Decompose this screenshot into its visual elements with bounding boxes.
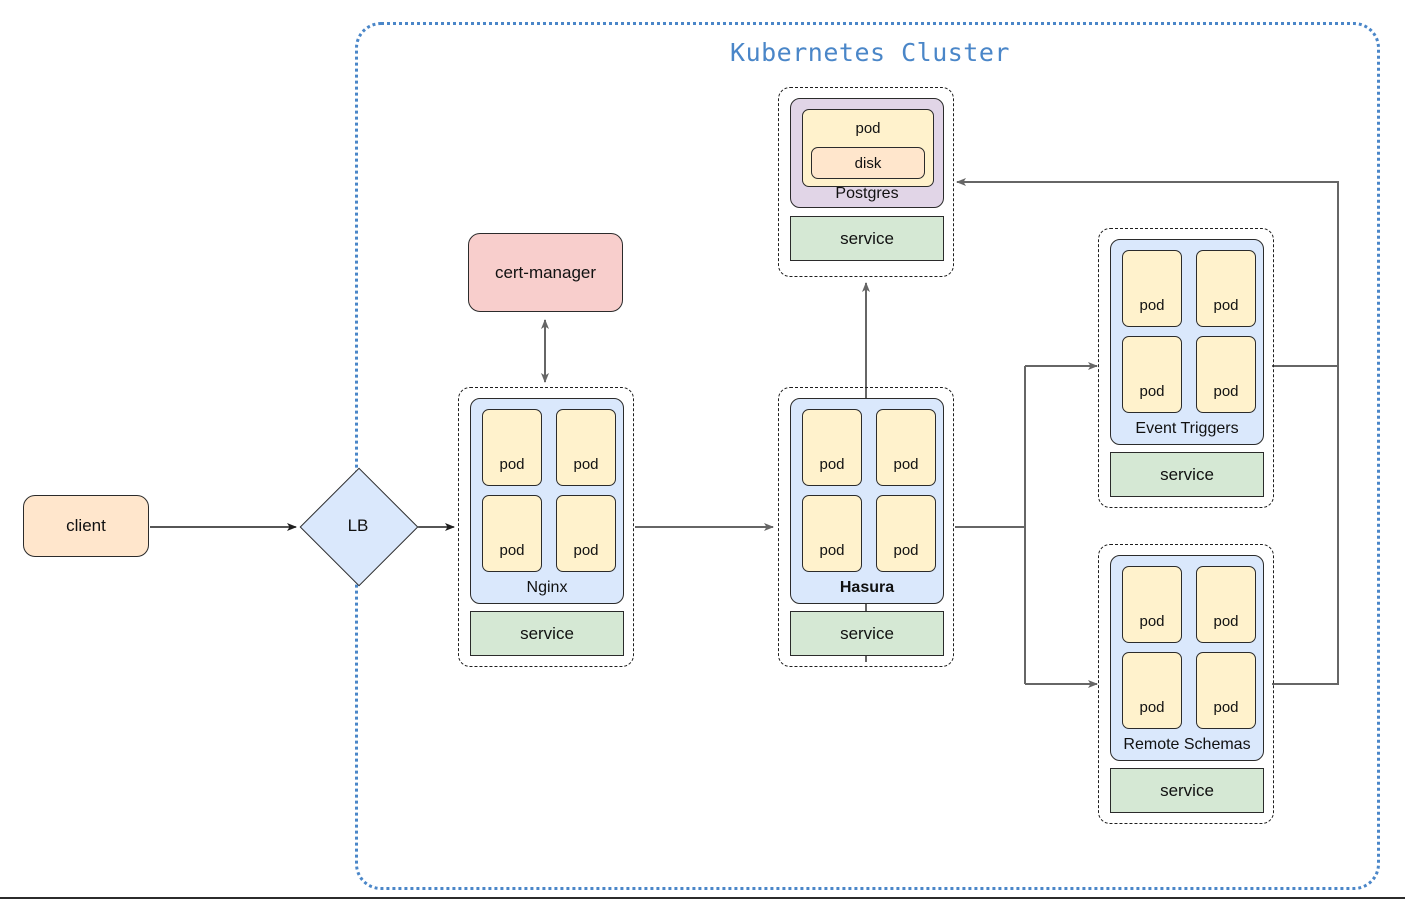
remote-schemas-deployment-group[interactable]: pod pod pod pod Remote Schemas service <box>1098 544 1274 824</box>
client-label: client <box>66 516 106 535</box>
cert-manager-label: cert-manager <box>494 262 597 282</box>
postgres-pod-container: pod disk Postgres <box>790 98 944 208</box>
load-balancer-label: LB <box>347 516 369 535</box>
pod-label: pod <box>1139 699 1165 716</box>
pod-label: pod <box>1139 613 1165 630</box>
postgres-statefulset-group[interactable]: pod disk Postgres service <box>778 87 954 277</box>
nginx-service[interactable]: service <box>470 611 624 656</box>
remote-schemas-pod-2[interactable]: pod <box>1196 566 1256 643</box>
remote-schemas-pod-container: pod pod pod pod Remote Schemas <box>1110 555 1264 761</box>
kubernetes-cluster-boundary <box>355 22 1380 890</box>
kubernetes-cluster-title: Kubernetes Cluster <box>730 38 1010 67</box>
remote-schemas-service[interactable]: service <box>1110 768 1264 813</box>
pod-label: pod <box>573 542 599 559</box>
nginx-pod-4[interactable]: pod <box>556 495 616 572</box>
hasura-pod-2[interactable]: pod <box>876 409 936 486</box>
pod-label: pod <box>1139 297 1165 314</box>
service-label: service <box>840 623 894 643</box>
event-triggers-pod-4[interactable]: pod <box>1196 336 1256 413</box>
page-bottom-rule <box>0 897 1405 899</box>
hasura-deployment-group[interactable]: pod pod pod pod Hasura service <box>778 387 954 667</box>
pod-label: pod <box>1213 699 1239 716</box>
service-label: service <box>840 228 894 248</box>
hasura-pod-1[interactable]: pod <box>802 409 862 486</box>
event-triggers-pod-3[interactable]: pod <box>1122 336 1182 413</box>
nginx-pod-3[interactable]: pod <box>482 495 542 572</box>
nginx-pod-1[interactable]: pod <box>482 409 542 486</box>
pod-label: pod <box>893 456 919 473</box>
postgres-disk[interactable]: disk <box>811 147 925 179</box>
hasura-pod-4[interactable]: pod <box>876 495 936 572</box>
hasura-pod-container: pod pod pod pod Hasura <box>790 398 944 604</box>
pod-label: pod <box>855 120 881 137</box>
nginx-pod-2[interactable]: pod <box>556 409 616 486</box>
hasura-pod-3[interactable]: pod <box>802 495 862 572</box>
pod-label: pod <box>1213 297 1239 314</box>
event-triggers-pod-1[interactable]: pod <box>1122 250 1182 327</box>
pod-label: pod <box>1213 613 1239 630</box>
remote-schemas-pod-4[interactable]: pod <box>1196 652 1256 729</box>
event-triggers-deployment-group[interactable]: pod pod pod pod Event Triggers service <box>1098 228 1274 508</box>
remote-schemas-label: Remote Schemas <box>1123 736 1251 753</box>
pod-label: pod <box>1139 383 1165 400</box>
hasura-service[interactable]: service <box>790 611 944 656</box>
nginx-pod-container: pod pod pod pod Nginx <box>470 398 624 604</box>
client-node[interactable]: client <box>23 495 149 557</box>
nginx-deployment-group[interactable]: pod pod pod pod Nginx service <box>458 387 634 667</box>
nginx-label: Nginx <box>526 579 568 596</box>
pod-label: pod <box>893 542 919 559</box>
remote-schemas-pod-1[interactable]: pod <box>1122 566 1182 643</box>
service-label: service <box>1160 780 1214 800</box>
pod-label: pod <box>499 456 525 473</box>
pod-label: pod <box>819 542 845 559</box>
postgres-service[interactable]: service <box>790 216 944 261</box>
pod-label: pod <box>573 456 599 473</box>
cert-manager-node[interactable]: cert-manager <box>468 233 623 312</box>
postgres-label: Postgres <box>835 185 899 202</box>
service-label: service <box>520 623 574 643</box>
remote-schemas-pod-3[interactable]: pod <box>1122 652 1182 729</box>
event-triggers-label: Event Triggers <box>1135 420 1239 437</box>
pod-label: pod <box>819 456 845 473</box>
event-triggers-pod-container: pod pod pod pod Event Triggers <box>1110 239 1264 445</box>
pod-label: pod <box>1213 383 1239 400</box>
event-triggers-service[interactable]: service <box>1110 452 1264 497</box>
service-label: service <box>1160 464 1214 484</box>
hasura-label: Hasura <box>839 579 895 596</box>
pod-label: pod <box>499 542 525 559</box>
load-balancer-node[interactable]: LB <box>299 467 419 587</box>
disk-label: disk <box>854 154 882 172</box>
event-triggers-pod-2[interactable]: pod <box>1196 250 1256 327</box>
